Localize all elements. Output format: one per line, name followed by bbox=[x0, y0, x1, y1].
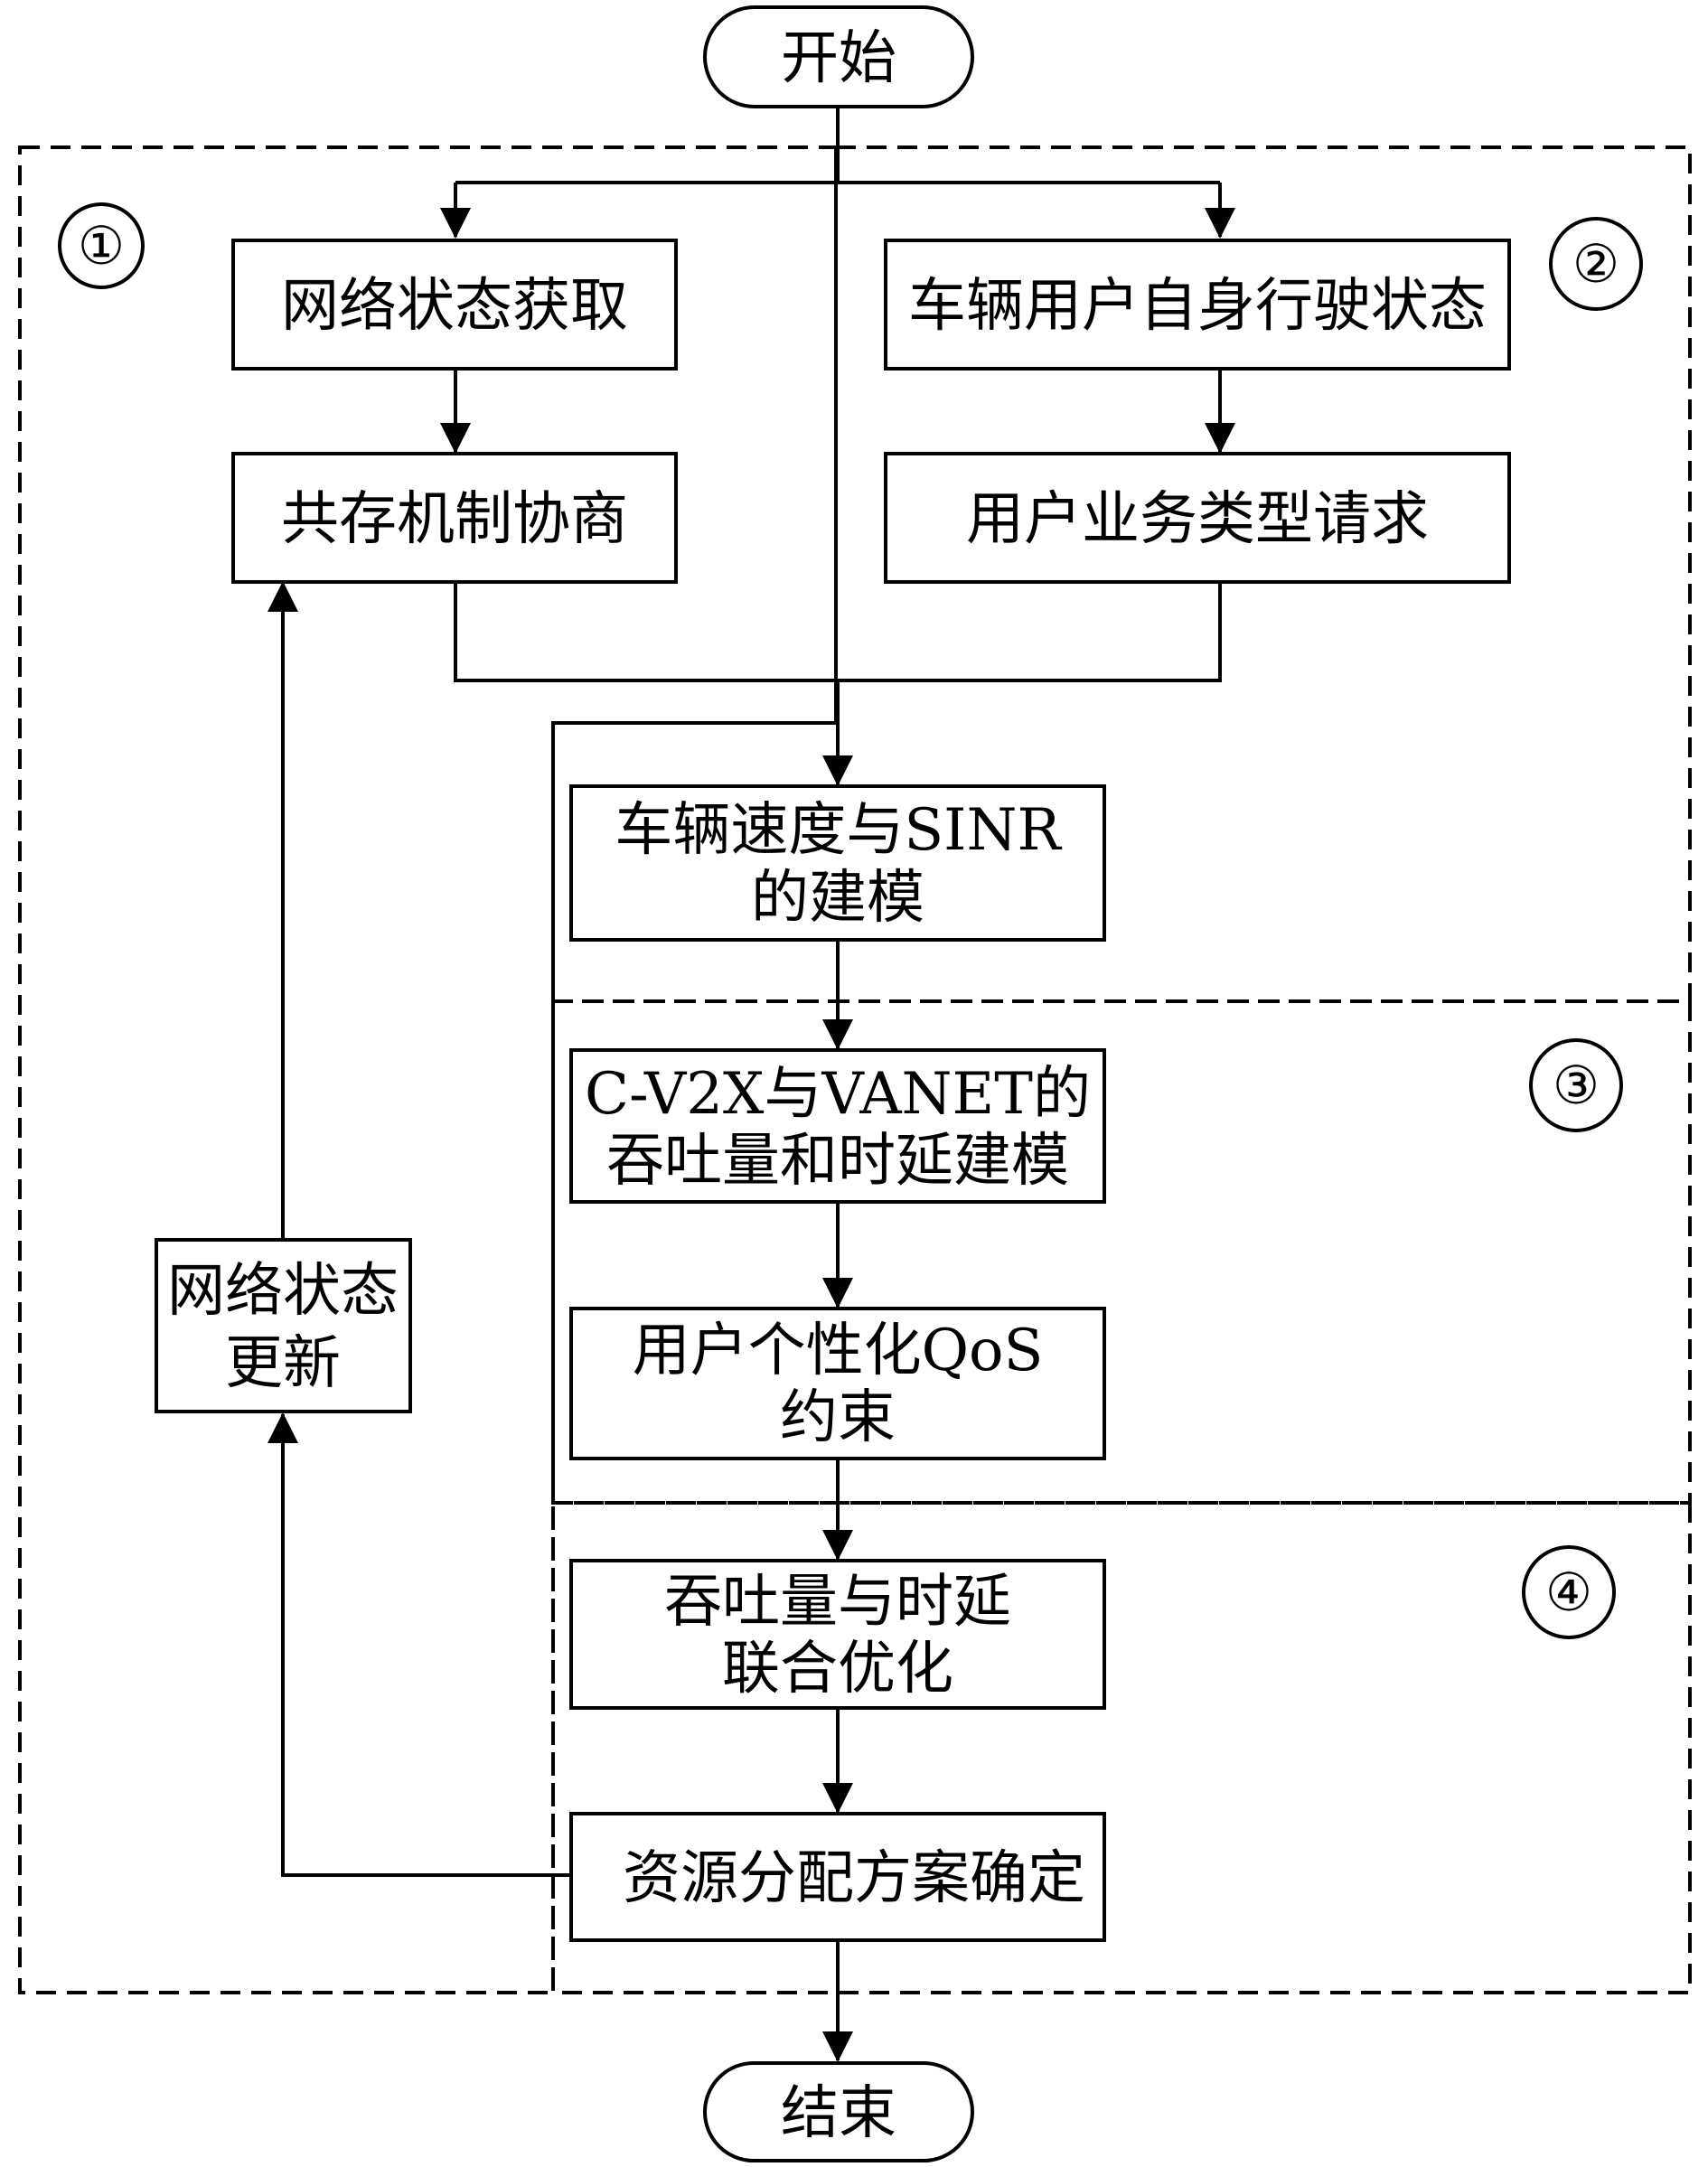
network-state-acquire-box: 网络状态获取 bbox=[231, 239, 678, 371]
coexist-negotiation-box: 共存机制协商 bbox=[231, 452, 678, 584]
network-state-update-box: 网络状态 更新 bbox=[155, 1238, 412, 1413]
allocation-decision-box: 资源分配方案确定 bbox=[569, 1812, 1106, 1942]
svg-text:用户个性化QoS: 用户个性化QoS bbox=[633, 1318, 1044, 1384]
svg-text:②: ② bbox=[1572, 233, 1619, 295]
svg-text:资源分配方案确定: 资源分配方案确定 bbox=[623, 1845, 1085, 1912]
svg-text:共存机制协商: 共存机制协商 bbox=[281, 486, 628, 553]
region-4-outline bbox=[551, 1501, 1692, 1994]
svg-text:④: ④ bbox=[1545, 1562, 1592, 1623]
throughput-delay-modeling-box: C-V2X与VANET的 吞吐量和时延建模 bbox=[569, 1048, 1106, 1204]
qos-constraint-box: 用户个性化QoS 约束 bbox=[569, 1307, 1106, 1460]
svg-text:用户业务类型请求: 用户业务类型请求 bbox=[966, 486, 1429, 553]
svg-text:①: ① bbox=[78, 215, 125, 277]
end-terminal: 结束 bbox=[703, 2061, 974, 2162]
svg-text:C-V2X与VANET的: C-V2X与VANET的 bbox=[585, 1061, 1091, 1128]
region-3-label: ③ bbox=[1529, 1038, 1623, 1132]
region-1-outline bbox=[18, 145, 838, 1994]
service-type-request-box: 用户业务类型请求 bbox=[884, 452, 1511, 584]
vehicle-driving-state-box: 车辆用户自身行驶状态 bbox=[884, 239, 1511, 371]
svg-text:更新: 更新 bbox=[225, 1330, 341, 1397]
start-terminal: 开始 bbox=[703, 5, 974, 108]
svg-text:车辆速度与SINR: 车辆速度与SINR bbox=[615, 797, 1062, 864]
region-1-label: ① bbox=[58, 202, 145, 289]
svg-text:车辆用户自身行驶状态: 车辆用户自身行驶状态 bbox=[908, 273, 1487, 340]
svg-text:网络状态获取: 网络状态获取 bbox=[281, 273, 628, 340]
svg-text:的建模: 的建模 bbox=[751, 865, 924, 932]
svg-text:吞吐量与时延: 吞吐量与时延 bbox=[664, 1569, 1011, 1636]
svg-text:③: ③ bbox=[1553, 1055, 1600, 1116]
joint-optimization-box: 吞吐量与时延 联合优化 bbox=[569, 1559, 1106, 1710]
speed-sinr-modeling-box: 车辆速度与SINR 的建模 bbox=[569, 784, 1106, 942]
region-4-label: ④ bbox=[1522, 1545, 1616, 1639]
connectors bbox=[267, 107, 1235, 2062]
region-2-label: ② bbox=[1549, 217, 1643, 311]
svg-text:开始: 开始 bbox=[781, 25, 896, 92]
svg-text:结束: 结束 bbox=[781, 2080, 896, 2147]
svg-text:联合优化: 联合优化 bbox=[722, 1636, 953, 1703]
svg-text:吞吐量和时延建模: 吞吐量和时延建模 bbox=[606, 1128, 1069, 1195]
svg-text:网络状态: 网络状态 bbox=[167, 1258, 399, 1325]
svg-text:约束: 约束 bbox=[780, 1384, 896, 1451]
